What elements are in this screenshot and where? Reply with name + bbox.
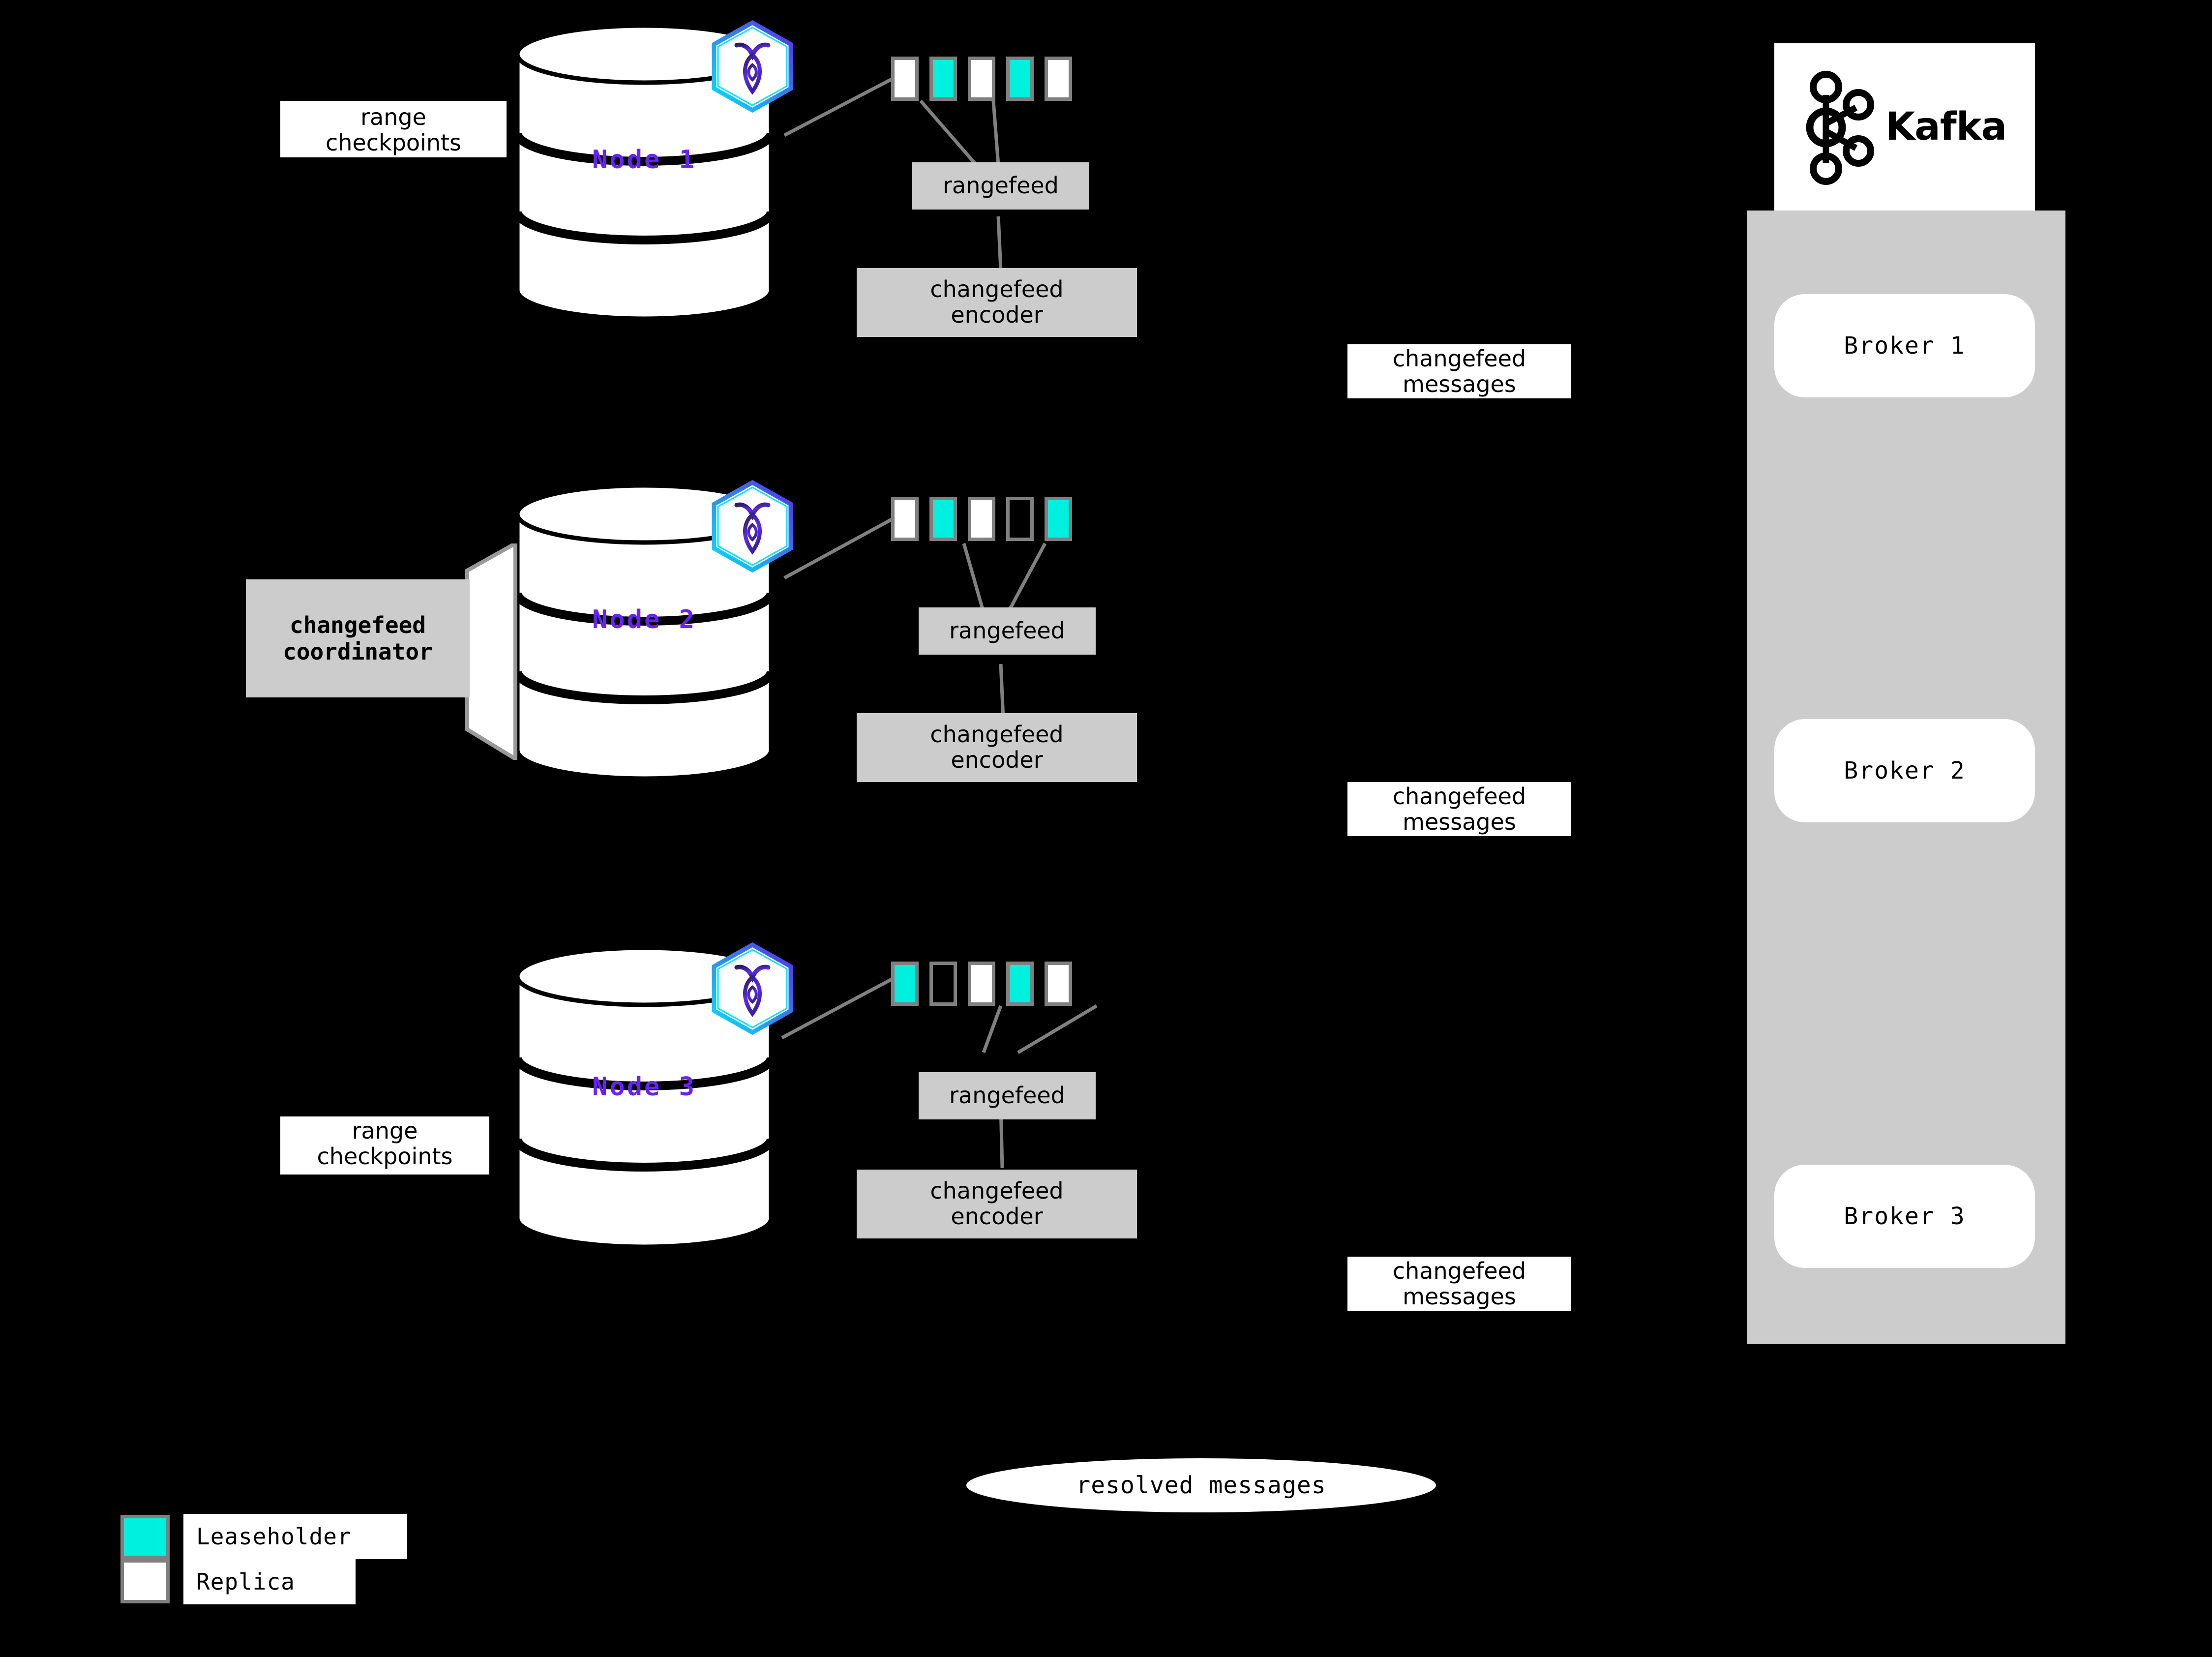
cockroachdb-hexagon-icon (708, 20, 797, 115)
node-3-label: Node 3 (592, 1072, 696, 1102)
node-1-rangefeed-box: rangefeed (912, 162, 1089, 210)
cockroachdb-hexagon-icon (708, 942, 797, 1037)
changefeed-messages-label-1: changefeed messages (1347, 344, 1571, 398)
node-2-cylinder: Node 2 (511, 484, 777, 780)
range-box (1006, 57, 1034, 101)
node-1-cylinder: Node 1 (511, 25, 777, 320)
range-box (929, 962, 957, 1006)
range-box (968, 497, 995, 541)
cockroachdb-hexagon-icon (708, 480, 797, 575)
changefeed-messages-label-2: changefeed messages (1347, 782, 1571, 836)
range-box (1045, 57, 1072, 101)
node-3-changefeed-encoder-box: changefeed encoder (857, 1170, 1137, 1238)
node-3-cylinder: Node 3 (511, 947, 777, 1252)
legend-swatch-leaseholder (120, 1515, 170, 1559)
range-box (1045, 962, 1072, 1006)
legend-swatch-replica (120, 1559, 170, 1603)
node-3-rangefeed-box: rangefeed (919, 1072, 1096, 1119)
node-2-changefeed-encoder-box: changefeed encoder (857, 713, 1137, 782)
range-box (1045, 497, 1072, 541)
node-1-label: Node 1 (592, 145, 696, 175)
kafka-brand-text: Kafka (1885, 105, 2007, 149)
broker-1-box: Broker 1 (1774, 294, 2035, 397)
range-box (968, 962, 995, 1006)
node-1-range-row (891, 57, 1083, 101)
node-1-changefeed-encoder-box: changefeed encoder (857, 268, 1137, 337)
legend-label-replica: Replica (183, 1559, 356, 1604)
node-2-label: Node 2 (592, 605, 696, 634)
node-2-rangefeed-box: rangefeed (919, 607, 1096, 655)
kafka-logo-box: Kafka (1774, 43, 2035, 211)
range-box (1006, 962, 1034, 1006)
range-box (929, 497, 957, 541)
resolved-messages-pill: resolved messages (966, 1458, 1436, 1512)
changefeed-coordinator-box: changefeed coordinator (246, 579, 470, 697)
kafka-nodes-icon (1806, 70, 1874, 185)
node-3-range-row (891, 962, 1083, 1006)
coordinator-pointer (465, 543, 517, 760)
node-1-range-checkpoints-label: range checkpoints (280, 101, 507, 157)
legend-label-leaseholder: Leaseholder (183, 1514, 407, 1559)
range-box (929, 57, 957, 101)
range-box (1006, 497, 1034, 541)
range-box (891, 497, 919, 541)
node-2-range-row (891, 497, 1083, 541)
node-3-range-checkpoints-label: range checkpoints (280, 1116, 489, 1175)
range-box (891, 57, 919, 101)
changefeed-messages-label-3: changefeed messages (1347, 1257, 1571, 1311)
broker-3-box: Broker 3 (1774, 1165, 2035, 1268)
range-box (968, 57, 995, 101)
broker-2-box: Broker 2 (1774, 719, 2035, 822)
range-box (891, 962, 919, 1006)
